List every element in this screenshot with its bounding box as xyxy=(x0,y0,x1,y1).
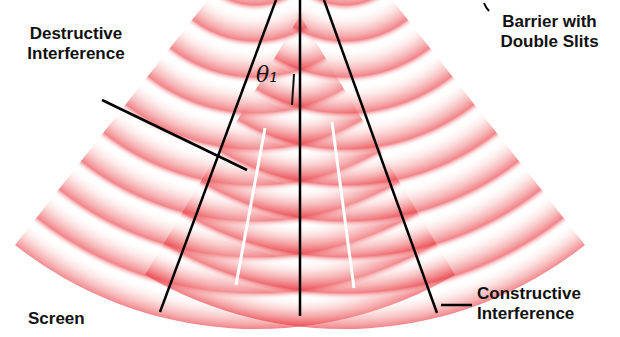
node-line xyxy=(236,128,265,285)
callout-label: Destructive Interference xyxy=(10,24,142,65)
node-line xyxy=(332,122,354,288)
center-line xyxy=(299,0,302,316)
leader-line xyxy=(102,100,247,170)
callout-label: Screen xyxy=(28,309,108,329)
leader-tick xyxy=(484,3,489,11)
callout-label: Constructive Interference xyxy=(477,284,615,325)
path-line xyxy=(324,0,437,313)
hand-mark xyxy=(292,74,294,105)
callout-label: Barrier with Double Slits xyxy=(487,12,612,53)
angle-label: θ₁ xyxy=(256,62,286,88)
leader-line xyxy=(441,304,472,307)
